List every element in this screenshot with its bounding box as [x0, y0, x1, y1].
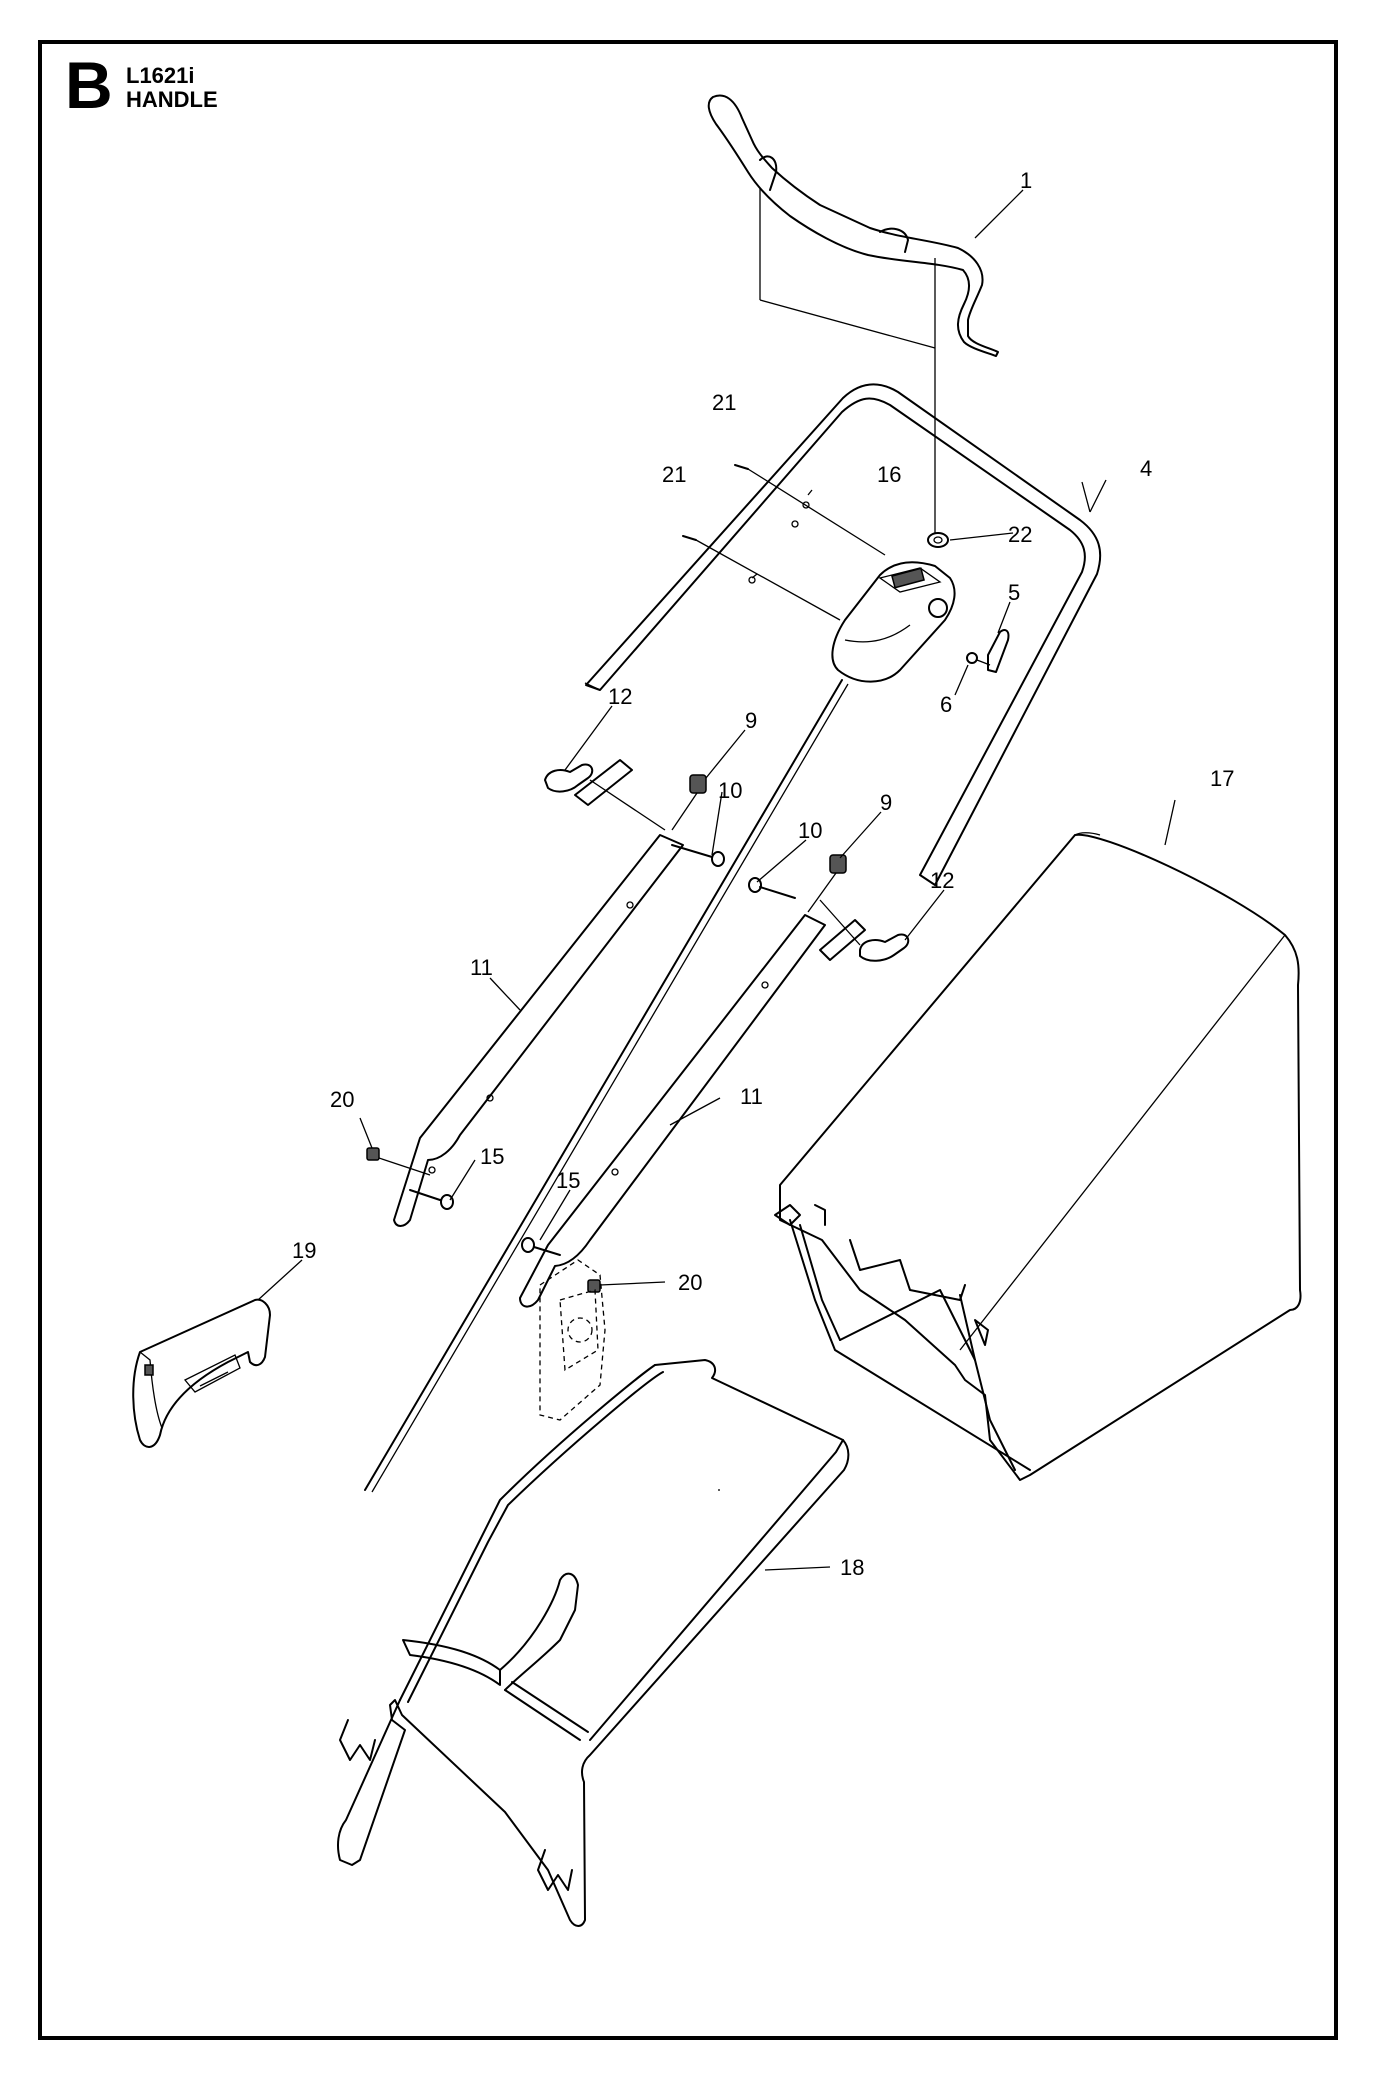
section-letter: B: [65, 48, 113, 122]
leader-lines: [257, 189, 1176, 1571]
leader-line: [759, 299, 936, 349]
callout-6: 6: [940, 692, 952, 717]
part-4-upper-handle: [584, 383, 1102, 886]
part-17-grass-bag: [774, 832, 1302, 1481]
part-5-cable-clip: [987, 629, 1010, 673]
part-9-spring-left: [671, 774, 707, 831]
callout-21-a: 21: [712, 390, 736, 415]
part-22-washer: [927, 532, 949, 548]
part-20-nut-left: [366, 1147, 431, 1176]
part-18-bag-frame: [337, 1359, 850, 1927]
part-19-rear-deflector: [132, 1298, 271, 1448]
part-20-nut-right: [587, 1279, 666, 1293]
callout-4: 4: [1140, 456, 1152, 481]
callout-12-b: 12: [930, 868, 954, 893]
callout-9-b: 9: [880, 790, 892, 815]
callout-21-b: 21: [662, 462, 686, 487]
callout-labels: 1 21 21 16 4 22 5 6 12 9 10 17 10 9 12 1…: [292, 168, 1234, 1580]
part-16-control-box: [831, 561, 956, 683]
diagram-title: HANDLE: [126, 87, 218, 112]
callout-9-a: 9: [745, 708, 757, 733]
callout-16: 16: [877, 462, 901, 487]
deck-bracket-dashed: [539, 1259, 606, 1421]
callout-22: 22: [1008, 522, 1032, 547]
callout-12-a: 12: [608, 684, 632, 709]
diagram-frame: [38, 40, 1338, 2040]
part-6-screw: [966, 652, 991, 666]
model-name: L1621i: [126, 63, 195, 88]
part-11-lower-tube-right: [519, 914, 826, 1308]
control-cable: [364, 679, 843, 1491]
callout-10-b: 10: [798, 818, 822, 843]
part-21-screw-a: [734, 464, 886, 556]
callout-20-a: 20: [330, 1087, 354, 1112]
callout-15-a: 15: [480, 1144, 504, 1169]
callout-15-b: 15: [556, 1168, 580, 1193]
part-11-lower-tube-left: [393, 834, 684, 1227]
callout-20-b: 20: [678, 1270, 702, 1295]
clamp-bracket-right: [819, 919, 866, 961]
part-10-bolt-left: [671, 844, 725, 867]
callout-5: 5: [1008, 580, 1020, 605]
callout-18: 18: [840, 1555, 864, 1580]
callout-1: 1: [1020, 168, 1032, 193]
part-9-spring-right: [807, 854, 847, 913]
part-10-bolt-right: [748, 877, 796, 899]
part-15-bolt-right: [521, 1237, 561, 1256]
part-21-screw-b: [682, 535, 841, 621]
callout-11-a: 11: [470, 955, 493, 980]
part-1-control-bar: [707, 94, 999, 540]
part-12-knob-right: [819, 899, 910, 962]
callout-17: 17: [1210, 766, 1234, 791]
callout-10-a: 10: [718, 778, 742, 803]
clamp-bracket-left: [574, 759, 633, 806]
part-12-knob-left: [544, 763, 666, 831]
callout-11-b: 11: [740, 1084, 763, 1109]
callout-19: 19: [292, 1238, 316, 1263]
part-15-bolt-left: [409, 1189, 454, 1210]
control-cable-outer: [371, 683, 849, 1493]
